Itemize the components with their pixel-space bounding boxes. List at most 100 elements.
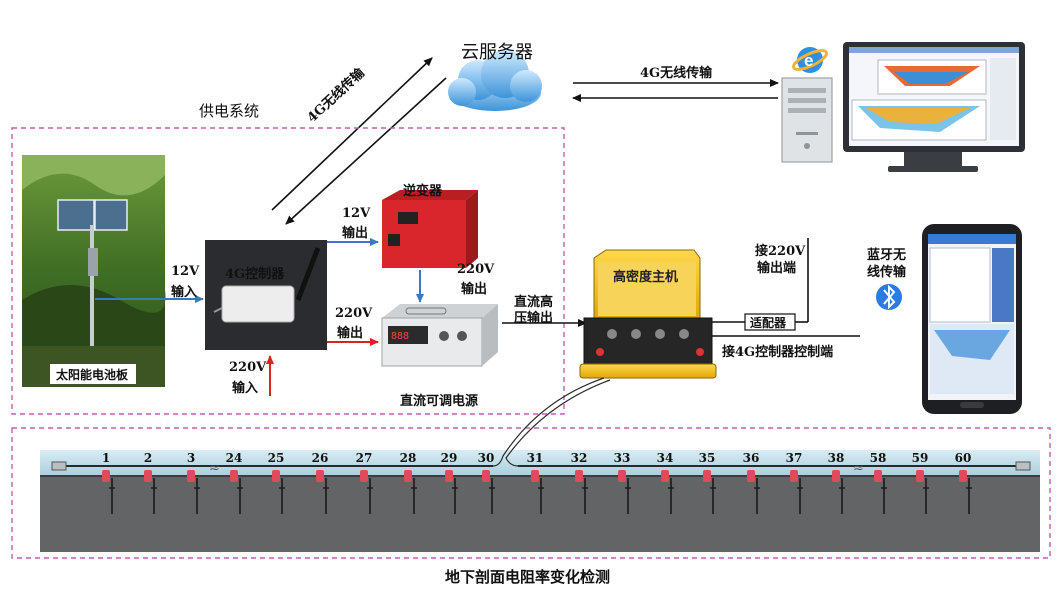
dc-power-label: 直流可调电源 [400, 394, 479, 409]
electrode-connector [316, 470, 324, 482]
electrode-connector [747, 470, 755, 482]
electrode-label: 24 [226, 451, 243, 465]
electrode-30: 30 [478, 451, 495, 514]
phone-photo [922, 224, 1022, 414]
electrode-connector [102, 470, 110, 482]
electrode-label: 2 [144, 451, 152, 465]
dc-hv-label-2: 压输出 [514, 311, 554, 326]
controller-label: 4G控制器 [225, 267, 285, 282]
electrode-connector [916, 470, 924, 482]
electrode-label: 33 [614, 451, 631, 465]
detection-frame [11, 427, 1051, 559]
electrode-label: 32 [571, 451, 588, 465]
power-system-label: 供电系统 [199, 102, 260, 120]
electrode-label: 1 [102, 451, 110, 465]
out-220v-label-2: 输出 [337, 326, 364, 341]
electrode-connector [661, 470, 669, 482]
pc-tower-icon [781, 77, 833, 163]
solar-panel-photo [22, 155, 166, 387]
electrode-26: 26 [312, 451, 329, 514]
electrode-label: 26 [312, 451, 329, 465]
electrode-29: 29 [441, 451, 458, 514]
adapter-label: 适配器 [750, 316, 787, 330]
out-12v-label-2: 输出 [342, 226, 369, 241]
electrode-59: 59 [912, 451, 929, 514]
inverter-220v-label-1: 220V [457, 262, 495, 277]
host-label: 高密度主机 [613, 270, 679, 285]
electrode-36: 36 [743, 451, 760, 514]
electrode-connector [531, 470, 539, 482]
svg-text:≈: ≈ [209, 461, 220, 476]
cloud-icon [448, 50, 542, 111]
electrode-label: 37 [786, 451, 803, 465]
ac-out-label-2: 输出端 [757, 261, 797, 276]
link-cloud-controller [271, 57, 447, 225]
electrode-24: 24 [226, 451, 243, 514]
in-12v-label-1: 12V [171, 264, 200, 279]
electrode-connector [703, 470, 711, 482]
electrode-label: 58 [870, 451, 887, 465]
electrode-58: 58 [870, 451, 887, 514]
power-system-frame [11, 127, 565, 415]
electrode-label: 31 [527, 451, 544, 465]
out-12v-label-1: 12V [342, 206, 371, 221]
electrode-label: 59 [912, 451, 929, 465]
electrode-27: 27 [356, 451, 373, 514]
electrode-connector [445, 470, 453, 482]
host-photo [579, 249, 717, 379]
electrode-label: 25 [268, 451, 285, 465]
ctrl-port-label: 接4G控制器控制端 [722, 345, 834, 360]
electrode-1: 1 [102, 451, 115, 514]
electrode-label: 60 [955, 451, 972, 465]
electrode-38: 38 [828, 451, 845, 514]
in-220v-label-2: 输入 [232, 381, 259, 396]
svg-text:e: e [804, 51, 813, 70]
dc-power-supply-photo: 888 [381, 304, 498, 367]
ground-profile [40, 450, 1040, 552]
in-12v-label-2: 输入 [171, 285, 198, 300]
electrode-32: 32 [571, 451, 588, 514]
out-220v-label-1: 220V [335, 306, 373, 321]
dc-hv-label-1: 直流高 [514, 295, 554, 310]
bluetooth-label-1: 蓝牙无 [867, 248, 907, 263]
link-cloud-pc-label: 4G无线传输 [640, 66, 713, 81]
electrode-connector [618, 470, 626, 482]
electrode-connector [272, 470, 280, 482]
svg-text:888: 888 [391, 331, 409, 342]
electrode-connector [404, 470, 412, 482]
electrode-cable: ≈ ≈ [51, 377, 1031, 476]
electrode-connector [230, 470, 238, 482]
solar-panel-label: 太阳能电池板 [56, 368, 129, 382]
electrode-3: 3 [187, 451, 200, 514]
in-220v-label-1: 220V [229, 360, 267, 375]
electrode-connector [144, 470, 152, 482]
inverter-220v-label-2: 输出 [461, 282, 488, 297]
electrode-37: 37 [786, 451, 803, 514]
electrode-connector [360, 470, 368, 482]
svg-text:≈: ≈ [853, 461, 864, 476]
electrode-label: 35 [699, 451, 716, 465]
electrode-60: 60 [955, 451, 972, 514]
electrode-connector [832, 470, 840, 482]
electrode-31: 31 [527, 451, 544, 514]
inverter-label: 逆变器 [403, 184, 443, 199]
monitor-icon [843, 42, 1025, 172]
electrode-label: 36 [743, 451, 760, 465]
ac-out-label-1: 接220V [755, 244, 806, 259]
inverter-photo [382, 190, 478, 268]
electrode-35: 35 [699, 451, 716, 514]
electrode-connector [575, 470, 583, 482]
electrode-label: 38 [828, 451, 845, 465]
bluetooth-icon [876, 284, 902, 310]
electrode-connector [790, 470, 798, 482]
browser-globe-icon: e [791, 47, 829, 73]
electrode-28: 28 [400, 451, 417, 514]
electrode-label: 34 [657, 451, 674, 465]
electrode-connector [874, 470, 882, 482]
electrode-25: 25 [268, 451, 285, 514]
electrode-connector [187, 470, 195, 482]
controller-photo [205, 240, 327, 350]
